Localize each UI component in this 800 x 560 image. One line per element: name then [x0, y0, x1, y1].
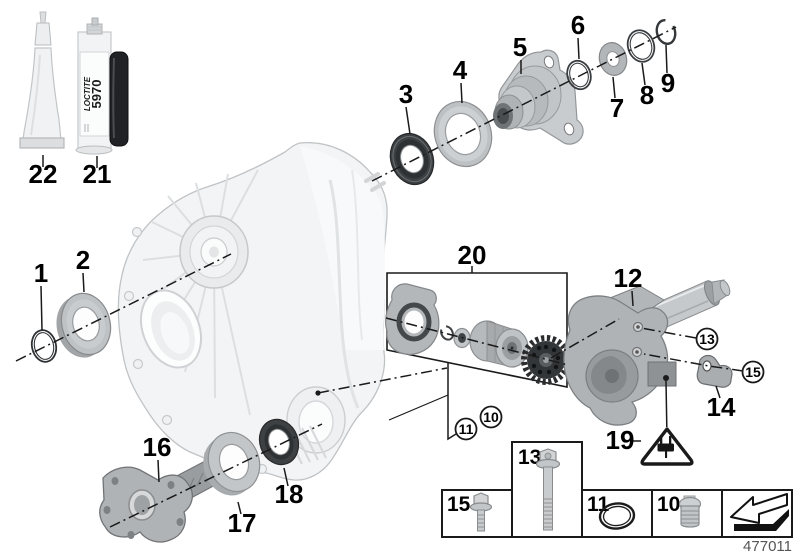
- legend-10-label: 10: [657, 493, 680, 516]
- circled-callouts: 11 10 13 15: [454, 327, 765, 441]
- chain-sprocket: [521, 335, 571, 385]
- gasket-plate: [385, 283, 440, 355]
- callout-14[interactable]: 14: [707, 392, 736, 422]
- sealant-tube: [19, 11, 65, 149]
- circled-callout-13[interactable]: 13: [695, 327, 719, 351]
- back-arrow-icon[interactable]: [730, 493, 789, 531]
- o-ring-1: [30, 329, 58, 363]
- callout-7[interactable]: 7: [610, 93, 624, 123]
- circled-callout-11[interactable]: 11: [454, 417, 478, 441]
- circled-callout-10[interactable]: 10: [479, 405, 503, 429]
- callout-1[interactable]: 1: [34, 258, 48, 288]
- transfer-case-housing: [117, 141, 388, 481]
- radial-seal-3: [389, 132, 435, 186]
- legend-15-label: 15: [447, 493, 471, 516]
- legend-11-label: 11: [587, 493, 610, 516]
- support-washer-4: [433, 100, 493, 168]
- loctite-brand-text: LOCTITE: [83, 76, 92, 111]
- callout-18[interactable]: 18: [275, 479, 304, 509]
- repair-kit-box-20: [385, 272, 571, 388]
- radial-seal-18: [258, 418, 300, 466]
- housing-rear-dome: [300, 146, 386, 350]
- legend-table: 15 13 11 10: [441, 441, 793, 538]
- o-ring-8: [626, 29, 656, 63]
- output-shaft-flange-16: [99, 444, 260, 543]
- shaft-seal-2: [56, 292, 112, 358]
- circled-10-label[interactable]: 10: [483, 409, 499, 425]
- callout-9[interactable]: 9: [661, 68, 675, 98]
- washer-7: [598, 42, 628, 76]
- callout-2[interactable]: 2: [76, 245, 90, 275]
- o-ring-icon: [598, 502, 636, 530]
- circled-15-label[interactable]: 15: [745, 364, 761, 380]
- callout-8[interactable]: 8: [640, 80, 654, 110]
- callout-22[interactable]: 22: [29, 159, 58, 189]
- callout-5[interactable]: 5: [513, 32, 527, 62]
- snap-ring-9: [655, 18, 677, 46]
- support-bracket-14: [696, 354, 733, 388]
- black-applicator-tube: [109, 51, 129, 147]
- long-bolt-icon: [535, 448, 561, 531]
- loctite-product-number: 5970: [89, 80, 104, 109]
- output-flange-5: [493, 49, 584, 145]
- callout-19[interactable]: 19: [606, 425, 635, 455]
- circled-13-label[interactable]: 13: [699, 331, 715, 347]
- screw-plug-icon: [678, 495, 702, 528]
- leader-lines: [40, 37, 721, 515]
- callout-16[interactable]: 16: [143, 432, 172, 462]
- callout-21[interactable]: 21: [83, 159, 112, 189]
- callout-6[interactable]: 6: [571, 10, 585, 40]
- doc-number: 477011: [743, 538, 792, 555]
- warning-triangle-plug-icon: [640, 375, 694, 466]
- callout-20[interactable]: 20: [458, 240, 487, 270]
- callout-3[interactable]: 3: [399, 79, 413, 109]
- short-bolt-icon: [469, 492, 493, 532]
- circled-11-label[interactable]: 11: [459, 421, 474, 437]
- callout-17[interactable]: 17: [228, 508, 257, 538]
- small-snap-ring: [440, 325, 454, 341]
- circled-callout-15[interactable]: 15: [741, 360, 765, 384]
- callout-4[interactable]: 4: [453, 55, 468, 85]
- axis-lines: [15, 26, 744, 528]
- legend-13-label: 13: [518, 446, 541, 469]
- callout-12[interactable]: 12: [614, 263, 643, 293]
- clutch-drum: [469, 320, 529, 368]
- loctite-cartridge: LOCTITE 5970: [75, 17, 129, 155]
